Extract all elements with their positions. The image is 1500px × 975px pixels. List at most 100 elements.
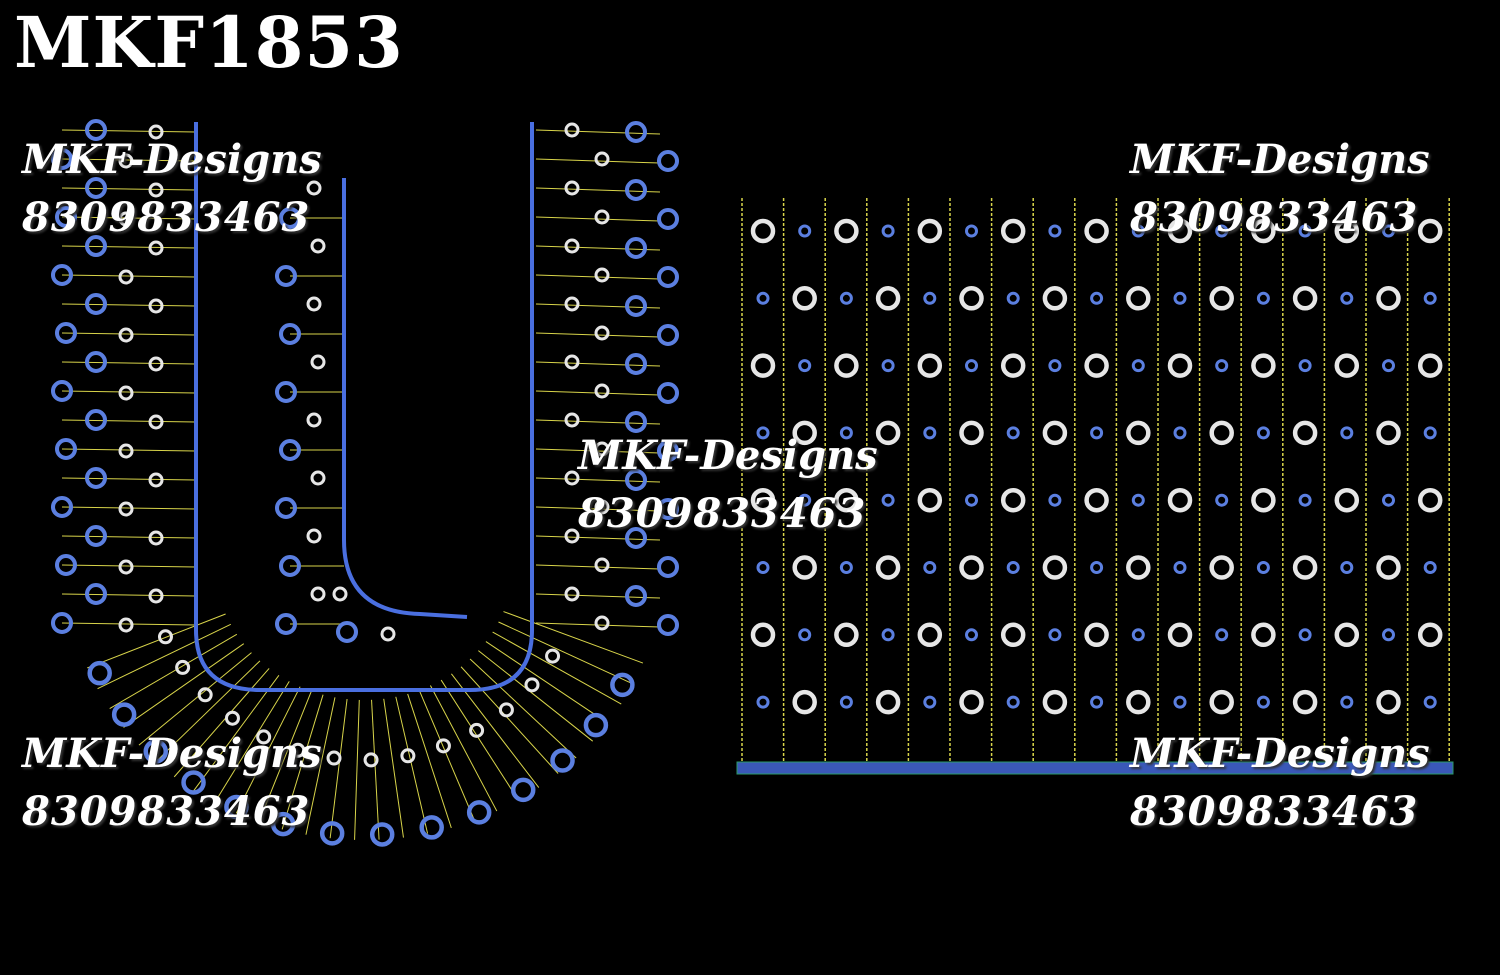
blue-sequin bbox=[84, 292, 108, 316]
white-sequin bbox=[1167, 353, 1193, 378]
white-sequin bbox=[1251, 487, 1276, 513]
blue-sequin bbox=[50, 147, 74, 171]
white-sequin bbox=[834, 218, 859, 244]
watermark-phone: 8309833463 bbox=[22, 788, 311, 835]
thread-line bbox=[418, 689, 475, 821]
thread-line bbox=[535, 593, 661, 599]
blue-sequin bbox=[84, 466, 108, 490]
blue-sequin bbox=[1340, 291, 1354, 305]
blue-sequin bbox=[1215, 224, 1229, 238]
blue-sequin bbox=[319, 821, 345, 846]
thread-line bbox=[155, 660, 261, 763]
white-sequin bbox=[1251, 353, 1276, 378]
white-sequin bbox=[594, 151, 610, 167]
blue-sequin bbox=[54, 321, 78, 345]
thread-line bbox=[371, 699, 380, 840]
blue-sequin bbox=[1256, 561, 1270, 574]
white-sequin bbox=[1376, 689, 1401, 715]
thread-line bbox=[535, 187, 661, 193]
white-sequin bbox=[326, 750, 342, 766]
thread-line bbox=[535, 419, 661, 425]
blue-sequin bbox=[84, 582, 108, 606]
white-sequin bbox=[306, 296, 322, 312]
blue-sequin bbox=[84, 234, 108, 258]
thread-line bbox=[173, 668, 270, 778]
watermark-brand: MKF-Designs bbox=[1130, 136, 1430, 183]
watermark-top-right: MKF-Designs 8309833463 bbox=[1130, 140, 1430, 238]
thread-line bbox=[478, 650, 594, 742]
watermark-bottom-left: MKF-Designs 8309833463 bbox=[22, 734, 322, 832]
blue-sequin bbox=[278, 554, 302, 578]
white-sequin bbox=[310, 470, 326, 486]
panel-base-band bbox=[736, 761, 1454, 775]
white-sequin bbox=[1251, 218, 1276, 244]
white-sequin bbox=[1251, 622, 1276, 648]
blue-sequin bbox=[84, 176, 108, 200]
blue-sequin bbox=[624, 120, 648, 144]
blue-sequin bbox=[624, 178, 648, 202]
thread-line bbox=[535, 477, 661, 483]
blue-sequin bbox=[1256, 291, 1270, 305]
blue-sequin bbox=[965, 628, 978, 642]
blue-sequin bbox=[923, 426, 937, 440]
watermark-top-left: MKF-Designs 8309833463 bbox=[22, 140, 322, 238]
thread-line bbox=[61, 274, 197, 278]
blue-sequin bbox=[274, 380, 298, 404]
white-sequin bbox=[400, 748, 416, 764]
blue-sequin bbox=[624, 584, 648, 608]
blue-sequin bbox=[278, 438, 302, 462]
watermark-brand: MKF-Designs bbox=[578, 432, 878, 479]
thread-line bbox=[440, 679, 519, 801]
white-sequin bbox=[1042, 689, 1068, 715]
thread-line bbox=[61, 303, 197, 307]
white-sequin bbox=[1084, 353, 1109, 378]
thread-line bbox=[61, 622, 197, 626]
blue-sequin bbox=[1090, 561, 1104, 574]
blue-sequin bbox=[656, 613, 680, 637]
white-sequin bbox=[224, 710, 240, 726]
blue-sequin bbox=[1131, 224, 1145, 238]
blue-sequin bbox=[1006, 291, 1020, 305]
thread-line bbox=[354, 699, 360, 840]
thread-line bbox=[305, 697, 336, 835]
thread-line bbox=[535, 361, 661, 367]
blue-sequin bbox=[50, 263, 74, 287]
white-sequin bbox=[1042, 420, 1068, 446]
blue-sequin bbox=[84, 118, 108, 142]
thread-line bbox=[535, 535, 661, 541]
blue-sequin bbox=[1298, 224, 1312, 238]
white-sequin bbox=[498, 702, 514, 718]
thread-line bbox=[535, 129, 661, 135]
thread-line bbox=[383, 698, 404, 838]
white-sequin bbox=[875, 420, 901, 446]
white-sequin bbox=[290, 742, 306, 758]
white-sequin bbox=[118, 617, 134, 633]
white-sequin bbox=[1167, 487, 1193, 513]
blue-sequin bbox=[54, 553, 78, 577]
white-sequin bbox=[1417, 622, 1443, 648]
white-sequin bbox=[564, 238, 580, 254]
white-sequin bbox=[1417, 487, 1443, 513]
thread-line bbox=[535, 274, 661, 280]
blue-sequin bbox=[1382, 628, 1395, 642]
white-sequin bbox=[310, 354, 326, 370]
white-sequin bbox=[545, 648, 561, 664]
white-sequin bbox=[310, 238, 326, 254]
watermark-phone: 8309833463 bbox=[578, 490, 867, 537]
white-sequin bbox=[564, 412, 580, 428]
thread-line bbox=[429, 685, 498, 812]
watermark-phone: 8309833463 bbox=[1130, 788, 1419, 835]
white-sequin bbox=[564, 296, 580, 312]
thread-line bbox=[61, 361, 197, 365]
blue-sequin bbox=[756, 291, 770, 305]
thread-line bbox=[61, 419, 197, 423]
white-sequin bbox=[1084, 622, 1109, 648]
watermark-brand: MKF-Designs bbox=[22, 730, 322, 777]
blue-sequin bbox=[881, 359, 895, 373]
white-sequin bbox=[1209, 555, 1234, 580]
neckline-outer-outline bbox=[194, 122, 534, 692]
white-sequin bbox=[959, 286, 984, 311]
watermark-center: MKF-Designs 8309833463 bbox=[578, 436, 878, 534]
blue-sequin bbox=[1048, 493, 1062, 507]
white-sequin bbox=[750, 622, 776, 648]
